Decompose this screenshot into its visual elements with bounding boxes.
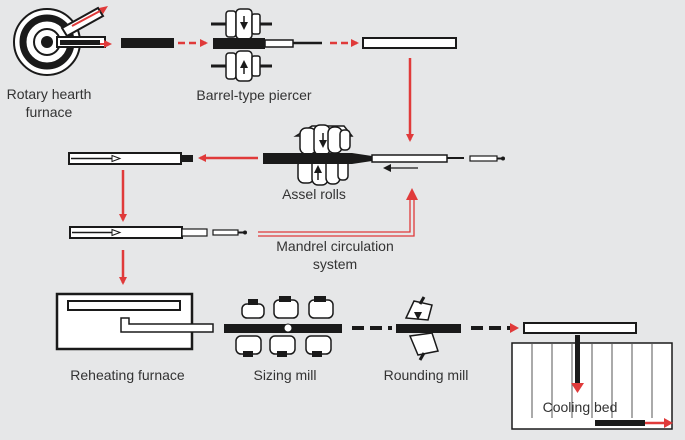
red-arrowhead-to-cooling-bed	[510, 323, 519, 333]
label-sizing-mill: Sizing mill	[253, 367, 317, 383]
label-cooling-bed: Cooling bed	[542, 399, 618, 415]
billet	[121, 38, 174, 48]
assel-rolls-icon	[263, 124, 464, 186]
mandrel-return-line	[258, 200, 411, 233]
rounding-mill-icon	[396, 296, 461, 361]
label-reheating-furnace: Reheating furnace	[70, 367, 185, 383]
barrel-piercer-rolls-icon	[211, 8, 322, 82]
label-mandrel-circulation-line-1: Mandrel circulation	[276, 238, 394, 254]
rolled-pipe-with-mandrel	[68, 152, 193, 165]
rotary-hearth-furnace-icon	[13, 6, 112, 76]
hollow-shell	[362, 37, 457, 49]
label-rounding-mill: Rounding mill	[383, 367, 469, 383]
label-mandrel-circulation-line-2: system	[312, 256, 358, 272]
mandrel-return-line-inner	[258, 195, 415, 237]
reheating-furnace-icon	[55, 292, 214, 351]
mandrel-return-arrowhead	[406, 188, 418, 200]
label-rotary-hearth-furnace-line-2: furnace	[25, 104, 73, 120]
label-rotary-hearth-furnace-line-1: Rotary hearth	[6, 86, 92, 102]
mandrel-extraction-icon	[69, 226, 247, 239]
mandrel-bar-icon	[469, 155, 505, 162]
label-rotary-hearth-furnace: Rotary hearth furnace	[0, 85, 98, 121]
label-barrel-type-piercer: Barrel-type piercer	[196, 87, 312, 103]
cooling-bed-icon	[511, 322, 673, 430]
sizing-mill-icon	[224, 296, 342, 357]
label-mandrel-circulation-system: Mandrel circulation system	[260, 237, 410, 273]
label-assel-rolls: Assel rolls	[282, 186, 346, 202]
